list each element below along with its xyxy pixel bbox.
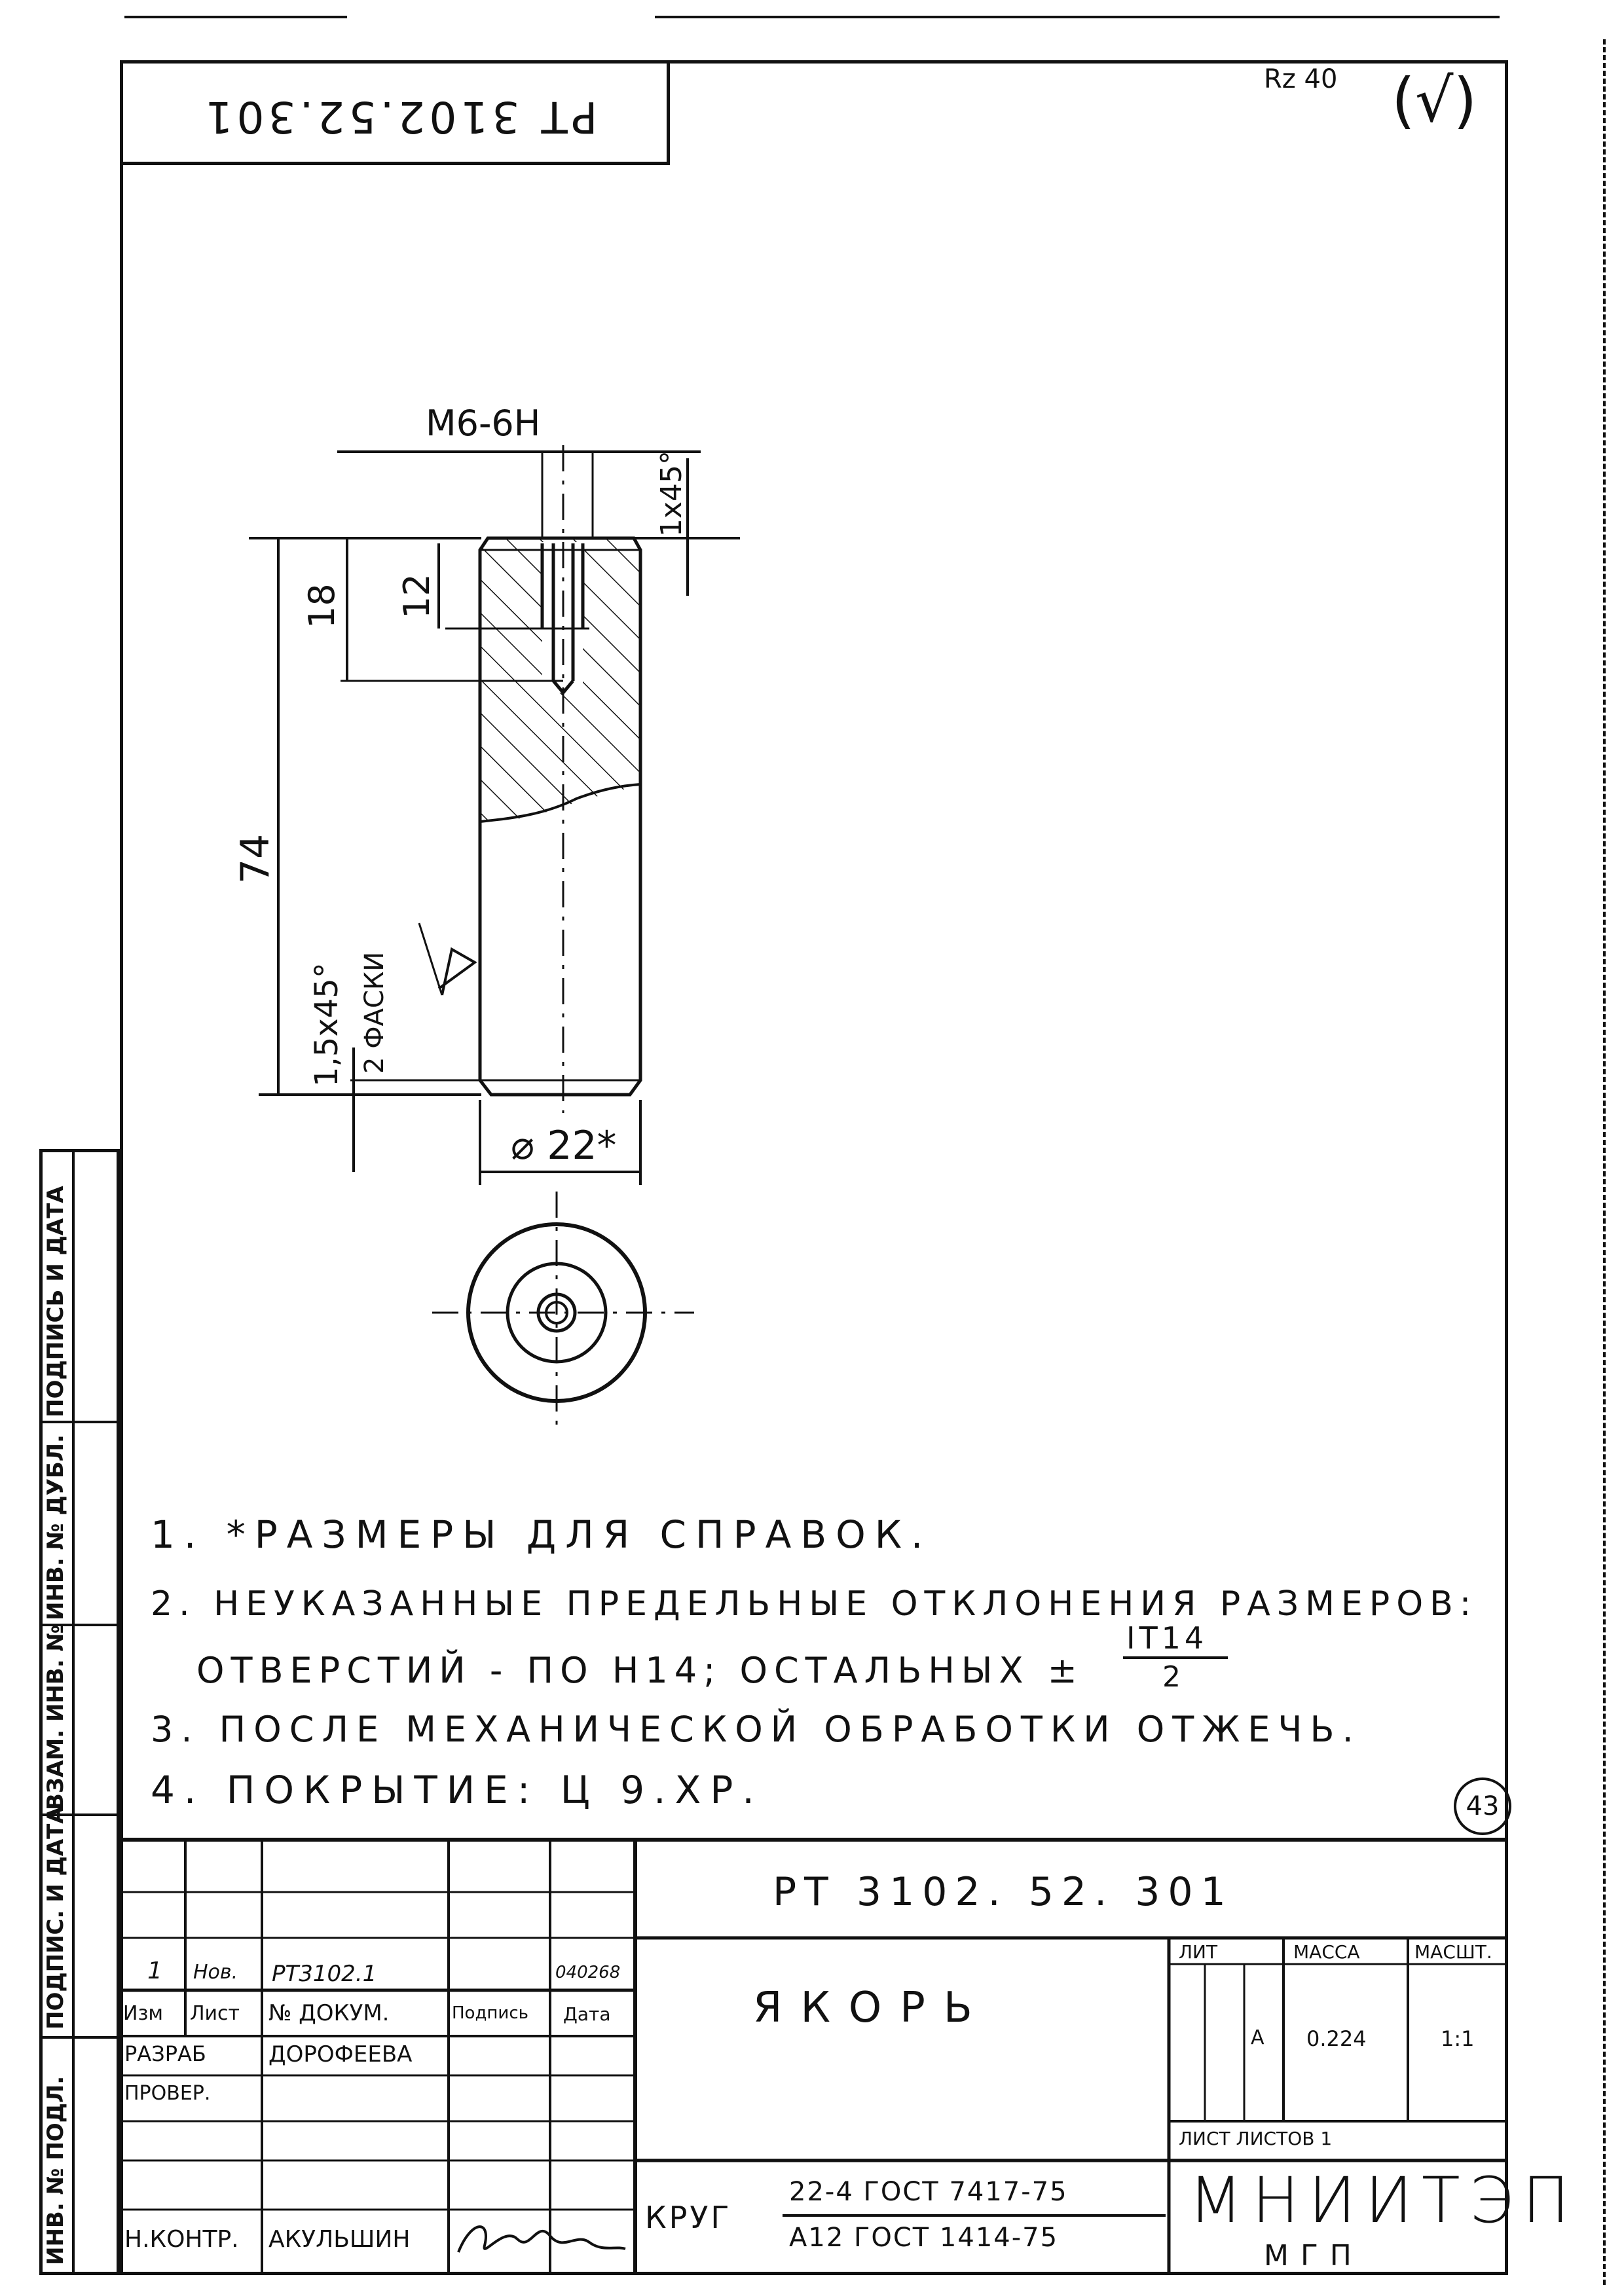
part-outline [478, 536, 642, 1097]
right-edge-line [1603, 39, 1606, 2285]
part-drawing: М6-6Н 1х45° 12 18 74 1,5х45° 2 ФАСКИ ⌀ 2… [232, 403, 740, 1434]
dim-18-label: 18 [301, 583, 342, 629]
tb-mass-label: МАССА [1293, 1941, 1360, 1963]
drawing-frame [120, 60, 1508, 2275]
tb-razrab-name: ДОРОФЕЕВА [268, 2041, 413, 2068]
note-1: 1. *РАЗМЕРЫ ДЛЯ СПРАВОК. [151, 1512, 932, 1557]
nkontr-signature [457, 2225, 626, 2253]
tb-rev-date: 040268 [555, 1963, 621, 1982]
tb-lit-label: ЛИТ [1179, 1941, 1218, 1963]
tb-nkontr: Н.КОНТР. [124, 2226, 239, 2253]
tb-rev-sheet: Нов. [193, 1961, 238, 1984]
note-3: 3. ПОСЛЕ МЕХАНИЧЕСКОЙ ОБРАБОТКИ ОТЖЕЧЬ. [151, 1709, 1361, 1750]
tb-scale-label: МАСШТ. [1414, 1941, 1492, 1963]
tb-org-name: МНИИТЭП [1189, 2164, 1579, 2237]
tb-prover: ПРОВЕР. [124, 2082, 211, 2105]
tb-hdr-list: Лист [190, 2002, 240, 2025]
tb-sheet-info: ЛИСТ ЛИСТОВ 1 [1179, 2128, 1333, 2149]
tb-title: ЯКОРЬ [753, 1984, 991, 2032]
chamfer-bottom-label: 1,5х45° [308, 962, 345, 1087]
page-number: 43 [1454, 1777, 1511, 1835]
tb-material-name: КРУГ [645, 2200, 732, 2235]
break-line [479, 783, 641, 823]
tb-org-sub: МГП [1264, 2239, 1363, 2272]
diameter-label: ⌀ 22* [511, 1123, 617, 1169]
tb-material-line1: 22-4 ГОСТ 7417-75 [789, 2177, 1068, 2207]
note-2-fraction-num: IT14 [1126, 1620, 1208, 1656]
tb-rev-change: 1 [147, 1958, 162, 1984]
tb-scale-value: 1:1 [1441, 2026, 1475, 2051]
tb-doc-code: РТ 3102. 52. 301 [773, 1869, 1234, 1915]
tb-nkontr-name: АКУЛЬШИН [268, 2226, 411, 2253]
thread-label: М6-6Н [426, 403, 540, 444]
note-4: 4. ПОКРЫТИЕ: Ц 9.ХР. [151, 1768, 764, 1812]
top-line-left [124, 16, 347, 18]
tb-material-line2: А12 ГОСТ 1414-75 [789, 2223, 1059, 2253]
dim-74-label: 74 [232, 834, 278, 884]
tb-razrab: РАЗРАБ [124, 2041, 206, 2066]
tb-material-bar [783, 2214, 1166, 2217]
tb-lit-value: А [1251, 2026, 1264, 2049]
tb-rev-doc: РТ3102.1 [272, 1961, 377, 1987]
tb-hdr-izm: Изм [123, 2002, 164, 2025]
chamfer-count-label: 2 ФАСКИ [360, 952, 390, 1074]
side-stamp [39, 1149, 120, 2275]
tb-mass-value: 0.224 [1306, 2026, 1367, 2051]
roughness-mark: (√) [1392, 65, 1477, 136]
end-view-outer [466, 1222, 647, 1403]
tb-hdr-doc: № ДОКУМ. [268, 2000, 390, 2026]
note-2-fraction-den: 2 [1162, 1660, 1181, 1694]
dim-12-label: 12 [396, 574, 437, 619]
roughness-label: Rz 40 [1264, 64, 1338, 94]
note-2b: ОТВЕРСТИЙ - ПО Н14; ОСТАЛЬНЫХ ± [196, 1650, 1084, 1691]
side-stamp-divider [72, 1149, 75, 2275]
note-2-fraction-bar [1123, 1656, 1228, 1659]
chamfer-top-label: 1х45° [655, 450, 688, 537]
note-2: 2. НЕУКАЗАННЫЕ ПРЕДЕЛЬНЫЕ ОТКЛОНЕНИЯ РАЗ… [151, 1584, 1478, 1624]
top-line-right [655, 16, 1500, 18]
tb-hdr-date: Дата [563, 2003, 611, 2025]
tb-hdr-sign: Подпись [452, 2003, 528, 2023]
mirrored-code-box [120, 60, 670, 165]
